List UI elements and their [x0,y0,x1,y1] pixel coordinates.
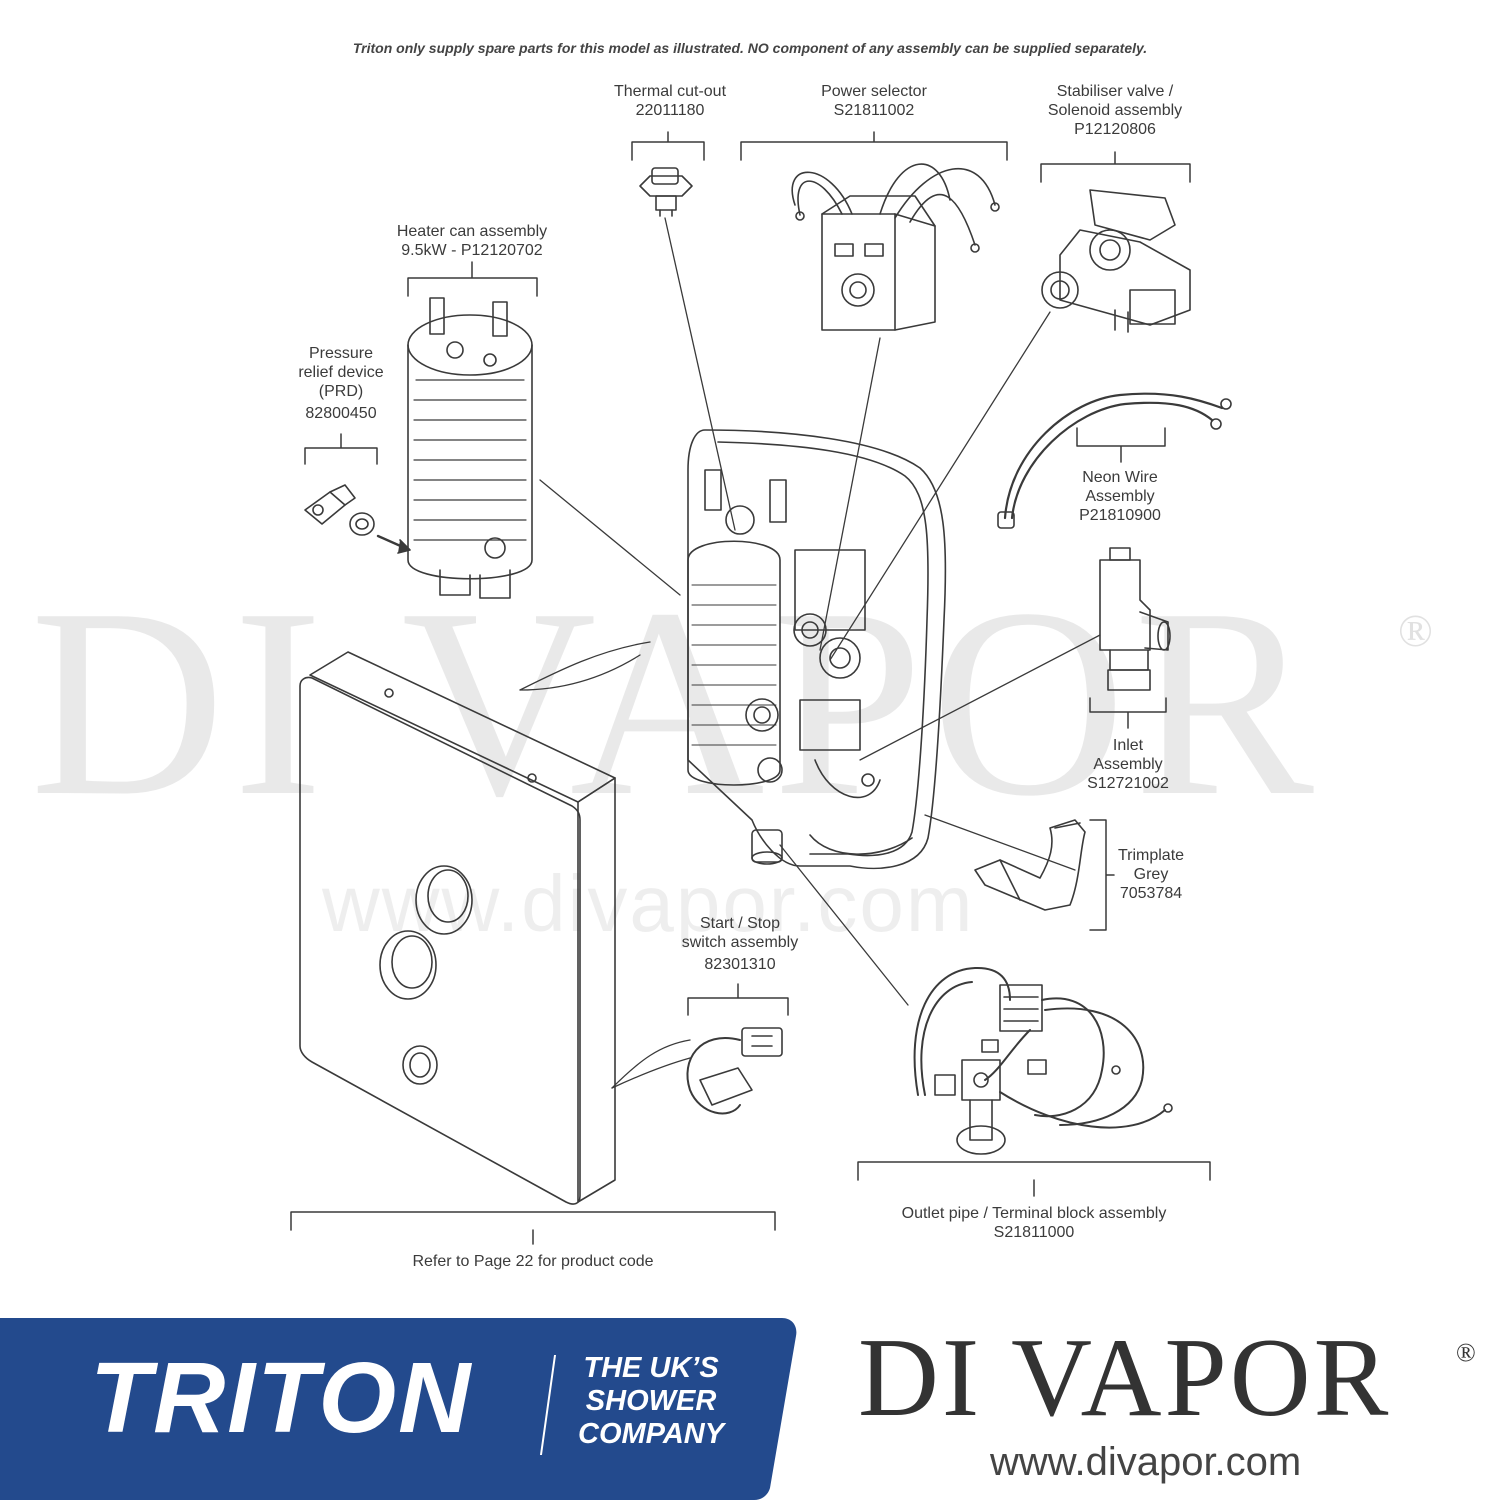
neon-wire-label: Neon Wire Assembly P21810900 [1060,468,1180,525]
pressure-relief-device-part [304,484,411,554]
start-stop-switch-part [686,1027,783,1115]
thermal-cutout-part [639,167,693,217]
neon-wire-name-2: Assembly [1085,488,1155,505]
inlet-assembly-name-2: Assembly [1093,756,1163,773]
trimplate-name-1: Trimplate [1117,847,1185,864]
prd-name-3: (PRD) [318,383,364,400]
divapor-registered-mark: ® [1456,1338,1476,1367]
heater-can-name: Heater can assembly [396,223,548,240]
stabiliser-valve-name-2: Solenoid assembly [1047,102,1183,119]
divapor-url: www.divapor.com [990,1440,1302,1484]
cover-plate-note: Refer to Page 22 for product code [412,1253,654,1270]
power-selector-part [791,163,1000,331]
prd-code: 82800450 [305,405,377,422]
prd-label: Pressure relief device (PRD) 82800450 [276,344,406,423]
thermal-cutout-name: Thermal cut-out [613,83,727,100]
triton-banner [0,1318,797,1500]
prd-name-1: Pressure [308,345,374,362]
power-selector-code: S21811002 [833,102,915,119]
power-selector-label: Power selector S21811002 [774,82,974,120]
stabiliser-valve-code: P12120806 [1074,121,1156,138]
leader-lines [519,217,1101,1089]
stabiliser-valve-part [1041,189,1191,333]
outlet-pipe-name: Outlet pipe / Terminal block assembly [901,1205,1167,1222]
heater-can-label: Heater can assembly 9.5kW - P12120702 [362,222,582,260]
triton-tagline-3: COMPANY [578,1418,725,1450]
inlet-assembly-part [1099,547,1171,691]
triton-tagline-2: SHOWER [585,1385,717,1417]
stabiliser-valve-label: Stabiliser valve / Solenoid assembly P12… [1010,82,1220,139]
watermark-registered-mark: ® [1398,605,1433,656]
start-stop-name-1: Start / Stop [699,915,781,932]
outlet-pipe-label: Outlet pipe / Terminal block assembly S2… [864,1204,1204,1242]
neon-wire-name-1: Neon Wire [1082,469,1158,486]
label-brackets [290,131,1211,1245]
heater-can-part [407,297,533,599]
stabiliser-valve-name-1: Stabiliser valve / [1056,83,1174,100]
inlet-assembly-code: S12721002 [1087,775,1169,792]
trimplate-part [974,819,1086,911]
start-stop-switch-label: Start / Stop switch assembly 82301310 [660,914,820,974]
cover-plate-part [299,651,616,1205]
spare-parts-notice: Triton only supply spare parts for this … [352,40,1148,56]
trimplate-label: Trimplate Grey 7053784 [1096,846,1206,903]
neon-wire-code: P21810900 [1079,507,1161,524]
prd-name-2: relief device [298,364,384,381]
triton-brand-logo: TRITON [90,1342,473,1454]
divapor-brand-logo: DI VAPOR [858,1316,1392,1440]
outlet-pipe-code: S21811000 [993,1224,1075,1241]
start-stop-code: 82301310 [704,956,776,973]
trimplate-code: 7053784 [1119,885,1183,902]
triton-tagline-1: THE UK’S [583,1352,719,1384]
inlet-assembly-label: Inlet Assembly S12721002 [1068,736,1188,793]
start-stop-name-2: switch assembly [681,934,799,951]
inlet-assembly-name-1: Inlet [1112,737,1144,754]
thermal-cutout-label: Thermal cut-out 22011180 [580,82,760,120]
triton-tagline: THE UK’S SHOWER COMPANY [578,1352,724,1451]
watermark-url: www.divapor.com [322,859,975,948]
cover-plate-label: Refer to Page 22 for product code [363,1252,703,1271]
thermal-cutout-code: 22011180 [635,102,705,119]
outlet-pipe-part [913,966,1173,1155]
heater-can-code: 9.5kW - P12120702 [401,242,543,259]
exploded-parts-diagram [290,131,1232,1245]
neon-wire-part [997,392,1232,529]
trimplate-name-2: Grey [1133,866,1169,883]
power-selector-name: Power selector [821,83,927,100]
shower-body-part [687,429,947,870]
